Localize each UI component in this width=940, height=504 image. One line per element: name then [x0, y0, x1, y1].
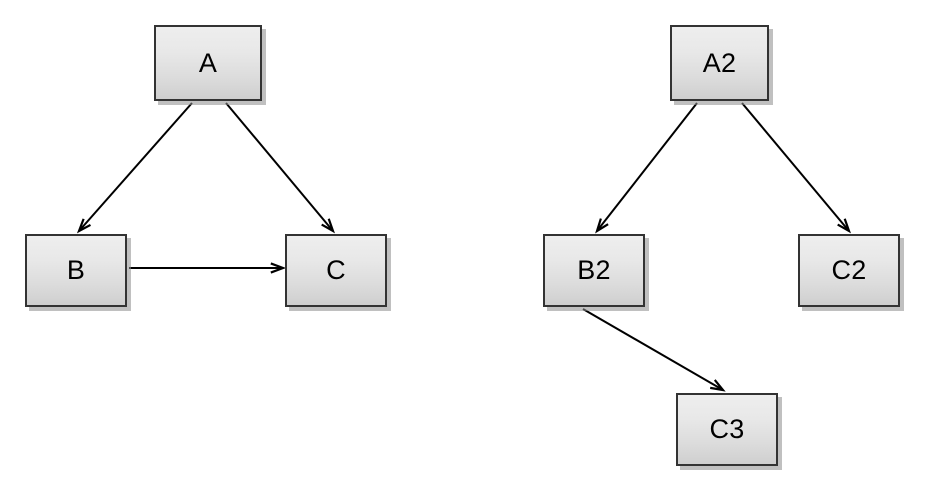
node-c3[interactable]: C3: [676, 393, 778, 466]
node-label: B: [66, 255, 86, 285]
edge-line: [582, 308, 722, 390]
edge-A-to-C[interactable]: [225, 102, 336, 234]
node-a2[interactable]: A2: [670, 25, 769, 101]
node-label: C: [326, 255, 346, 285]
edge-B2-to-C3[interactable]: [582, 308, 726, 392]
arrowhead-icon: [595, 218, 609, 234]
node-b2[interactable]: B2: [543, 234, 645, 307]
node-label: A2: [702, 47, 737, 78]
edge-B-to-C[interactable]: [129, 262, 287, 274]
arrowhead-icon: [837, 218, 852, 234]
arrowhead-icon: [270, 262, 287, 274]
edge-A-to-B[interactable]: [76, 102, 193, 234]
edge-line: [225, 102, 333, 231]
edge-A2-to-C2[interactable]: [741, 102, 852, 234]
node-label: C3: [709, 414, 745, 444]
node-label: A: [198, 47, 218, 78]
edge-line: [79, 102, 193, 231]
edge-line: [597, 102, 698, 231]
edge-A2-to-B2[interactable]: [595, 102, 698, 234]
node-label: C2: [831, 255, 867, 285]
arrowhead-icon: [321, 218, 336, 234]
edge-line: [741, 102, 849, 231]
node-c[interactable]: C: [285, 234, 387, 307]
arrowhead-icon: [76, 218, 92, 234]
node-b[interactable]: B: [25, 234, 127, 307]
arrowhead-icon: [709, 379, 726, 392]
node-a[interactable]: A: [154, 25, 262, 101]
node-label: B2: [577, 255, 611, 285]
node-c2[interactable]: C2: [798, 234, 900, 307]
